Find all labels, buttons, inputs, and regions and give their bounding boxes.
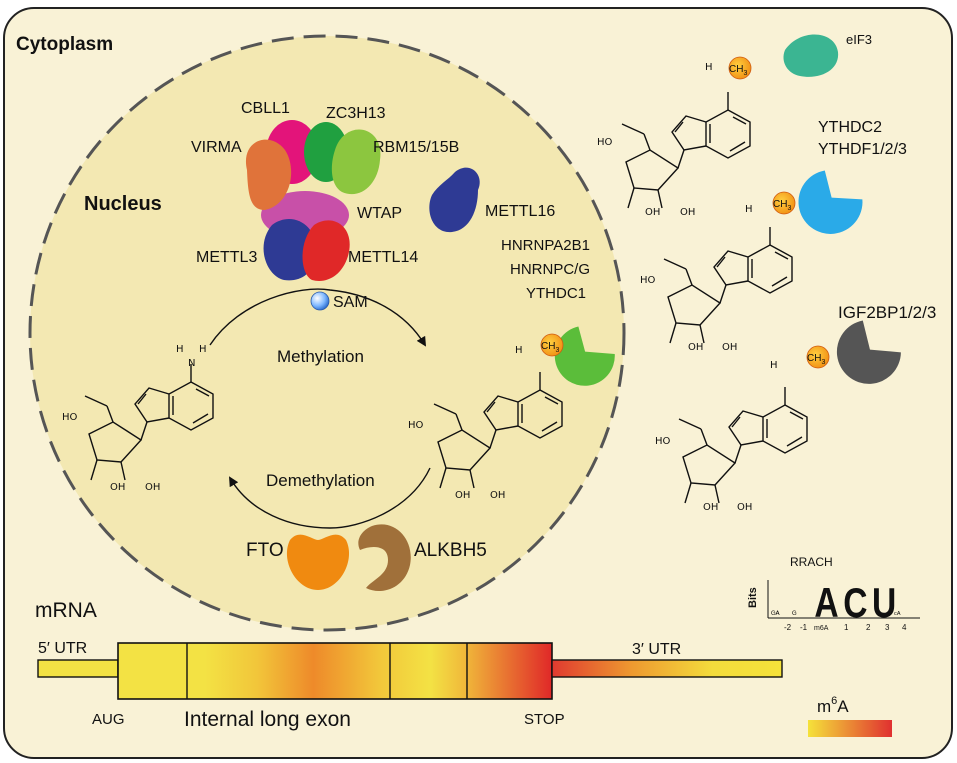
motif-ylabel: Bits <box>747 587 759 608</box>
atom-oh-left-1: OH <box>110 482 125 493</box>
label-mettl14: METTL14 <box>348 249 418 266</box>
atom-h-left-2: H <box>199 344 207 355</box>
atom-h-nucleus: H <box>515 345 523 356</box>
mettl3-shape <box>263 219 317 281</box>
motif-letter-u: U <box>872 581 896 627</box>
motif-pos-3: 1 <box>844 623 849 632</box>
alkbh5-shape <box>358 524 411 592</box>
atom-n-left: N <box>188 358 195 369</box>
virma-shape <box>245 139 292 210</box>
label-virma: VIRMA <box>191 139 242 156</box>
atom-oh-ythdf-1: OH <box>688 342 703 353</box>
atom-oh-eif3-2: OH <box>680 207 695 218</box>
methyl-label-eif3: CH3 <box>729 64 747 77</box>
label-mettl3: METTL3 <box>196 249 257 266</box>
label-igf2bp: IGF2BP1/2/3 <box>838 303 936 322</box>
motif-small-letters-3: ᶜᴬ <box>894 610 901 619</box>
motif-pos-6: 4 <box>902 623 907 632</box>
atom-ho-nucleus: HO <box>408 420 424 431</box>
motif-pos-0: -2 <box>784 623 792 632</box>
label-utr3: 3′ UTR <box>632 641 681 658</box>
sam-icon <box>310 291 330 311</box>
label-aug: AUG <box>92 711 125 728</box>
ythdf-shape <box>798 170 863 234</box>
methyl-label-nucleus: CH3 <box>541 341 559 354</box>
label-zc3h13: ZC3H13 <box>326 105 386 122</box>
rbm15-shape <box>331 129 381 195</box>
atom-ho-igf2bp: HO <box>655 436 671 447</box>
atom-ho-ythdf: HO <box>640 275 656 286</box>
methyl-group-igf2bp <box>806 345 830 369</box>
ythdc1-shape <box>554 326 615 386</box>
igf2bp-shape <box>836 320 901 384</box>
atom-h-ythdf: H <box>745 204 753 215</box>
mettl16-shape <box>429 167 480 233</box>
legend-gradient-bar <box>808 720 892 737</box>
atom-oh-left-2: OH <box>145 482 160 493</box>
methyl-group-ythdf <box>772 191 796 215</box>
mrna-label: mRNA <box>35 599 97 622</box>
label-stop: STOP <box>524 711 565 728</box>
motif-pos-1: -1 <box>800 623 808 632</box>
utr5-bar <box>37 659 119 678</box>
eif3-shape <box>783 34 839 77</box>
label-hnrnpcg: HNRNPC/G <box>510 261 590 278</box>
atom-oh-nucleus-2: OH <box>490 490 505 501</box>
utr3-bar <box>551 659 783 678</box>
motif-pos-5: 3 <box>885 623 890 632</box>
motif-small-letters-2: ᴳ <box>792 609 797 619</box>
motif-letter-a: A <box>814 581 838 627</box>
atom-h-igf2bp: H <box>770 360 778 371</box>
mettl14-shape <box>302 220 350 281</box>
methyl-label-ythdf: CH3 <box>773 199 791 212</box>
atom-oh-eif3-1: OH <box>645 207 660 218</box>
methyl-group-nucleus <box>540 333 564 357</box>
coding-region <box>117 642 553 700</box>
demethylation-arrow <box>229 467 431 529</box>
motif-small-letters-1: ᴳᴬ <box>771 609 780 619</box>
label-ythdc2: YTHDC2 <box>818 119 882 136</box>
atom-h-eif3: H <box>705 62 713 73</box>
fto-shape <box>286 534 350 590</box>
label-ythdc1: YTHDC1 <box>526 285 586 302</box>
label-methylation: Methylation <box>277 347 364 366</box>
label-sam: SAM <box>333 294 368 311</box>
label-eif3: eIF3 <box>846 32 872 47</box>
motif-pos-4: 2 <box>866 623 871 632</box>
atom-ho-left: HO <box>62 412 78 423</box>
atom-ho-eif3: HO <box>597 137 613 148</box>
atom-oh-nucleus-1: OH <box>455 490 470 501</box>
label-utr5: 5′ UTR <box>38 640 87 657</box>
motif-logo: RRACH Bits ᴳᴬ ᴳ A C U ᶜᴬ -2 -1 m6A 1 2 3… <box>747 555 920 632</box>
methyl-label-igf2bp: CH3 <box>807 353 825 366</box>
motif-pos-2: m6A <box>814 625 829 632</box>
label-cbll1: CBLL1 <box>241 100 290 117</box>
label-wtap: WTAP <box>357 205 402 222</box>
methyl-group-eif3 <box>728 56 752 80</box>
atom-h-left: H <box>176 344 184 355</box>
methylation-arrow <box>209 288 427 347</box>
legend-label: m6A <box>817 695 849 716</box>
atom-oh-igf2bp-2: OH <box>737 502 752 513</box>
label-internal-exon: Internal long exon <box>184 708 351 731</box>
cytoplasm-label: Cytoplasm <box>16 34 113 55</box>
writer-complex <box>245 120 381 281</box>
label-ythdf: YTHDF1/2/3 <box>818 141 907 158</box>
label-mettl16: METTL16 <box>485 203 555 220</box>
motif-title: RRACH <box>790 555 833 569</box>
label-fto: FTO <box>246 540 284 561</box>
atom-oh-ythdf-2: OH <box>722 342 737 353</box>
label-hnrnpa2b1: HNRNPA2B1 <box>501 237 590 254</box>
atom-oh-igf2bp-1: OH <box>703 502 718 513</box>
label-alkbh5: ALKBH5 <box>414 540 487 561</box>
nucleus-label: Nucleus <box>84 193 162 215</box>
label-rbm15: RBM15/15B <box>373 139 459 156</box>
motif-letter-c: C <box>843 581 867 627</box>
label-demethylation: Demethylation <box>266 471 375 490</box>
